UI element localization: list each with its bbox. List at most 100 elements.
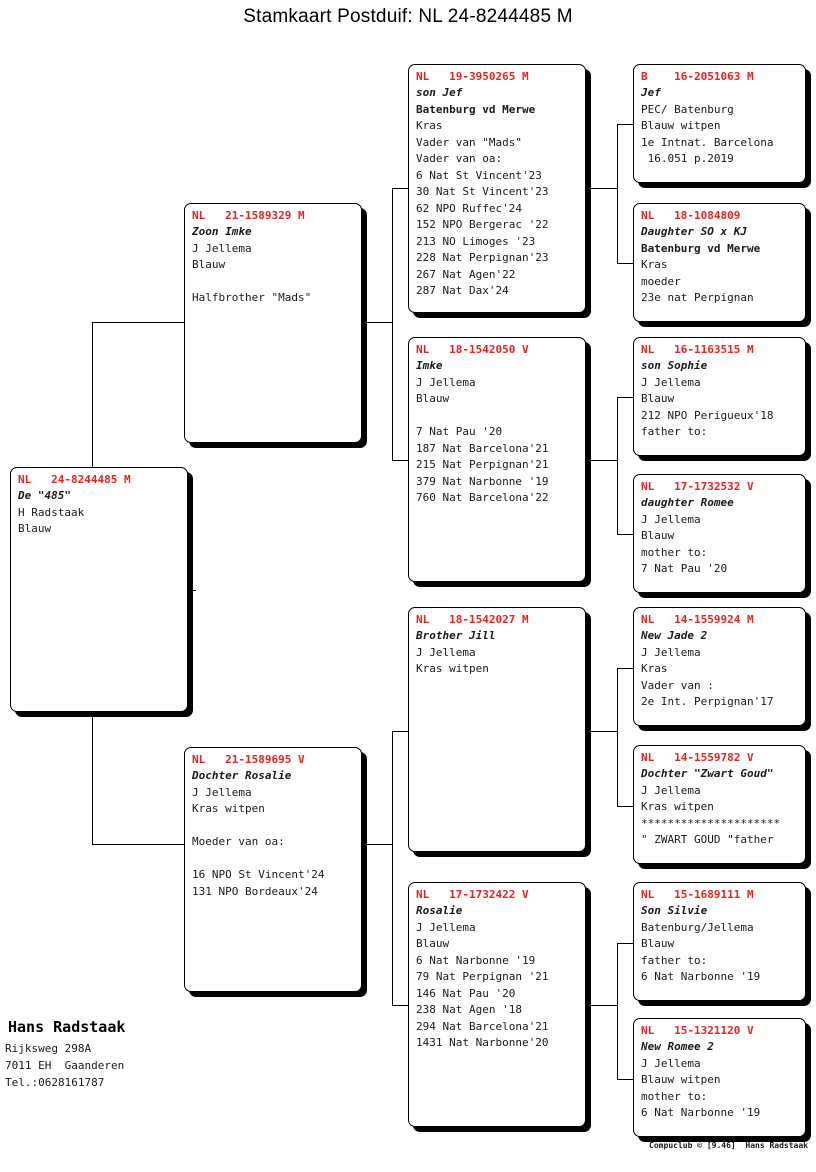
card-line: 16 NPO St Vincent'24 <box>192 868 325 881</box>
ring-number: NL 24-8244485 M <box>18 473 131 486</box>
card-g4-6[interactable]: NL 14-1559782 V Dochter "Zwart Goud"J Je… <box>633 745 806 864</box>
connector-to-g4-5 <box>617 668 633 669</box>
card-line: 7 Nat Pau '20 <box>641 562 728 575</box>
card-line: J Jellema <box>416 645 476 659</box>
connector-to-g4-1 <box>617 124 633 125</box>
card-line: Halfbrother "Mads" <box>192 291 312 304</box>
card-line: J Jellema <box>416 920 476 934</box>
connector-g3c-vertical <box>617 668 618 806</box>
card-line: 213 NO Limoges '23 <box>416 234 536 248</box>
card-line: 228 Nat Perpignan'23 <box>416 251 549 264</box>
card-line: Batenburg vd Merwe <box>416 102 536 116</box>
owner-address-line1: Rijksweg 298A <box>5 1042 92 1055</box>
ring-number: NL 16-1163515 M <box>641 343 754 356</box>
ring-number: NL 14-1559782 V <box>641 751 754 764</box>
card-line: 379 Nat Narbonne '19 <box>416 474 549 488</box>
connector-to-g4-6 <box>617 806 633 807</box>
card-line: Blauw <box>18 522 52 535</box>
card-line <box>192 851 355 868</box>
connector-to-g4-4 <box>617 534 633 535</box>
card-line: 30 Nat St Vincent'23 <box>416 185 549 198</box>
ring-number: NL 14-1559924 M <box>641 613 754 626</box>
connector-to-g4-2 <box>617 263 633 264</box>
card-line: 7 Nat Pau '20 <box>416 425 503 438</box>
card-line: 6 Nat St Vincent'23 <box>416 168 542 182</box>
card-line: 212 NPO Perigueux'18 <box>641 408 774 422</box>
card-line: J Jellema <box>641 1056 701 1070</box>
card-line: daughter Romee <box>641 496 734 509</box>
card-line: J Jellema <box>641 783 701 797</box>
connector-g3b-vertical <box>617 397 618 534</box>
ring-number: NL 17-1732532 V <box>641 480 754 493</box>
card-line: 131 NPO Bordeaux'24 <box>192 884 318 898</box>
ring-number: NL 21-1589695 V <box>192 753 305 766</box>
connector-g3d-out <box>588 1005 618 1006</box>
card-line: 152 NPO Bergerac '22 <box>416 218 549 231</box>
ring-number: NL 19-3950265 M <box>416 70 529 83</box>
card-line: H Radstaak <box>18 505 85 519</box>
owner-address-line2: 7011 EH Gaanderen <box>5 1059 125 1072</box>
owner-name: Hans Radstaak <box>8 1018 126 1036</box>
card-line: Jef <box>641 86 661 99</box>
card-line: son Jef <box>416 86 463 99</box>
card-line: moeder <box>641 274 681 288</box>
card-line: Batenburg vd Merwe <box>641 241 761 255</box>
connector-to-sire-sire <box>392 188 408 189</box>
ring-number: NL 18-1542027 M <box>416 613 529 626</box>
card-line: Son Silvie <box>641 904 708 917</box>
card-line: Vader van "Mads" <box>416 135 522 149</box>
connector-to-dam-sire <box>392 731 408 732</box>
card-line: son Sophie <box>641 359 708 372</box>
card-line: 1e Intnat. Barcelona <box>641 135 774 149</box>
connector-dam-out <box>363 844 393 845</box>
card-line: PEC/ Batenburg <box>641 102 734 116</box>
card-line: New Jade 2 <box>641 629 708 642</box>
card-line: " ZWART GOUD "father <box>641 833 774 846</box>
card-line: 760 Nat Barcelona'22 <box>416 491 549 504</box>
card-line: 238 Nat Agen '18 <box>416 1003 522 1016</box>
card-line: J Jellema <box>641 375 701 389</box>
ring-number: NL 17-1732422 V <box>416 888 529 901</box>
connector-to-g4-8 <box>617 1079 633 1080</box>
connector-to-dam <box>92 844 184 845</box>
card-line: Zoon Imke <box>192 225 252 238</box>
card-line: 2e Int. Perpignan'17 <box>641 695 774 708</box>
connector-dam-vertical <box>392 731 393 1005</box>
card-line: 187 Nat Barcelona'21 <box>416 441 549 455</box>
connector-subject-out <box>188 590 196 591</box>
card-line: 62 NPO Ruffec'24 <box>416 201 522 215</box>
card-line: Kras <box>641 258 668 271</box>
page-title: Stamkaart Postduif: NL 24-8244485 M <box>243 6 573 27</box>
card-line: 79 Nat Perpignan '21 <box>416 970 549 983</box>
card-line: 6 Nat Narbonne '19 <box>416 953 536 967</box>
card-line: 294 Nat Barcelona'21 <box>416 1019 549 1033</box>
card-line: Kras witpen <box>192 802 265 815</box>
card-line: Blauw <box>192 258 226 271</box>
card-line: Imke <box>416 359 443 372</box>
card-line: Kras <box>416 119 443 132</box>
card-line: Blauw <box>416 937 450 950</box>
